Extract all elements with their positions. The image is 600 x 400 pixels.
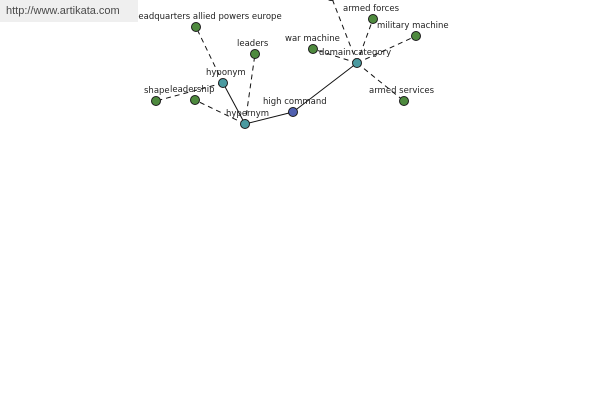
node-military-machine[interactable] bbox=[411, 31, 421, 41]
edge-hyponym-to-headquarters bbox=[195, 26, 224, 84]
node-leaders[interactable] bbox=[250, 49, 260, 59]
graph-nodes bbox=[151, 0, 421, 129]
graph-edges bbox=[155, 0, 417, 125]
label-shape[interactable]: shape bbox=[144, 86, 170, 96]
edge-domain-category-to-offscreen-top bbox=[332, 0, 358, 64]
node-leadership[interactable] bbox=[190, 95, 200, 105]
label-armed-services[interactable]: armed services bbox=[369, 86, 435, 96]
node-offscreen-top[interactable] bbox=[327, 0, 336, 1]
node-armed-services[interactable] bbox=[399, 96, 409, 106]
label-domain-category[interactable]: domain category bbox=[319, 48, 391, 58]
label-war-machine[interactable]: war machine bbox=[285, 34, 340, 44]
label-leadership[interactable]: leadership bbox=[170, 85, 215, 95]
edge-domain-category-to-armed-services bbox=[356, 62, 405, 102]
edge-hyponym-to-shape bbox=[155, 82, 224, 102]
edge-high-command-to-hypernym bbox=[244, 111, 294, 125]
node-hypernym[interactable] bbox=[240, 119, 250, 129]
source-watermark[interactable]: http://www.artikata.com bbox=[0, 0, 138, 22]
label-leaders[interactable]: leaders bbox=[237, 39, 269, 49]
label-military-machine[interactable]: military machine bbox=[377, 21, 449, 31]
edge-domain-category-to-war-machine bbox=[312, 48, 358, 64]
label-headquarters[interactable]: headquarters allied powers europe bbox=[133, 12, 282, 22]
edge-hypernym-to-leaders bbox=[244, 53, 256, 125]
label-hyponym[interactable]: hyponym bbox=[206, 68, 246, 78]
edge-hypernym-to-hyponym bbox=[222, 82, 246, 125]
node-shape[interactable] bbox=[151, 96, 161, 106]
label-hypernym[interactable]: hypernym bbox=[226, 109, 269, 119]
label-high-command[interactable]: high command bbox=[263, 97, 327, 107]
edge-hypernym-to-leadership bbox=[194, 99, 246, 125]
edge-domain-category-to-military-machine bbox=[356, 35, 417, 64]
edge-domain-category-to-armed-forces bbox=[356, 18, 374, 64]
node-war-machine[interactable] bbox=[308, 44, 318, 54]
node-hyponym[interactable] bbox=[218, 78, 228, 88]
node-domain-category[interactable] bbox=[352, 58, 362, 68]
node-headquarters[interactable] bbox=[191, 22, 201, 32]
label-armed-forces[interactable]: armed forces bbox=[343, 4, 400, 14]
edge-high-command-to-domain-category bbox=[292, 62, 358, 113]
node-armed-forces[interactable] bbox=[368, 14, 378, 24]
node-high-command[interactable] bbox=[288, 107, 298, 117]
graph-labels: high command hyponym hypernym domain catego… bbox=[133, 4, 449, 119]
